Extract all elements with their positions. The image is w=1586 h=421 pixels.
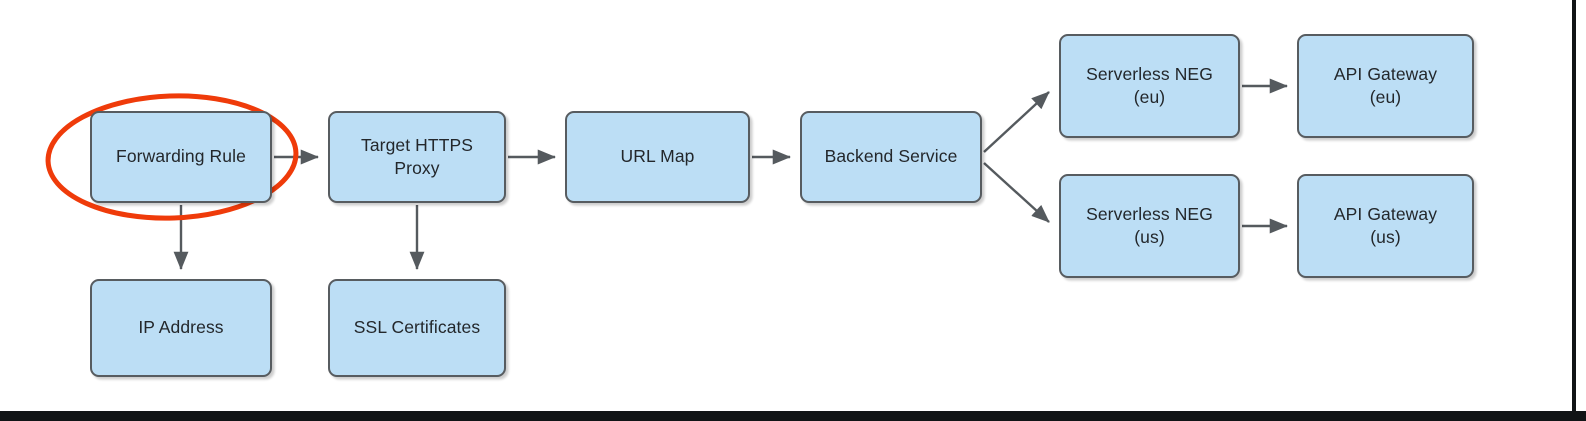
window-frame-right-edge (1572, 0, 1576, 421)
node-serverless-neg-us[interactable]: Serverless NEG (us) (1059, 174, 1240, 278)
node-forwarding-rule[interactable]: Forwarding Rule (90, 111, 272, 203)
node-label: Target HTTPS Proxy (360, 134, 474, 178)
edge-backend-service-to-serverless-neg-eu (983, 91, 1050, 153)
highlight-ellipse-icon (45, 93, 299, 221)
node-label: URL Map (620, 146, 695, 167)
node-label: Backend Service (824, 146, 958, 167)
node-label: IP Address (138, 317, 224, 338)
window-frame-bottom-edge (0, 411, 1586, 421)
node-backend-service[interactable]: Backend Service (800, 111, 982, 203)
node-api-gateway-eu[interactable]: API Gateway (eu) (1297, 34, 1474, 138)
node-label: SSL Certificates (353, 317, 481, 338)
node-url-map[interactable]: URL Map (565, 111, 750, 203)
node-api-gateway-us[interactable]: API Gateway (us) (1297, 174, 1474, 278)
node-label: Serverless NEG (eu) (1086, 63, 1213, 107)
node-ssl-certificates[interactable]: SSL Certificates (328, 279, 506, 377)
node-label: Forwarding Rule (116, 146, 246, 167)
edge-backend-service-to-serverless-neg-us (983, 162, 1050, 223)
node-ip-address[interactable]: IP Address (90, 279, 272, 377)
node-serverless-neg-eu[interactable]: Serverless NEG (eu) (1059, 34, 1240, 138)
node-label: API Gateway (us) (1333, 203, 1438, 247)
node-label: API Gateway (eu) (1333, 63, 1438, 107)
node-label: Serverless NEG (us) (1086, 203, 1213, 247)
node-target-https-proxy[interactable]: Target HTTPS Proxy (328, 111, 506, 203)
